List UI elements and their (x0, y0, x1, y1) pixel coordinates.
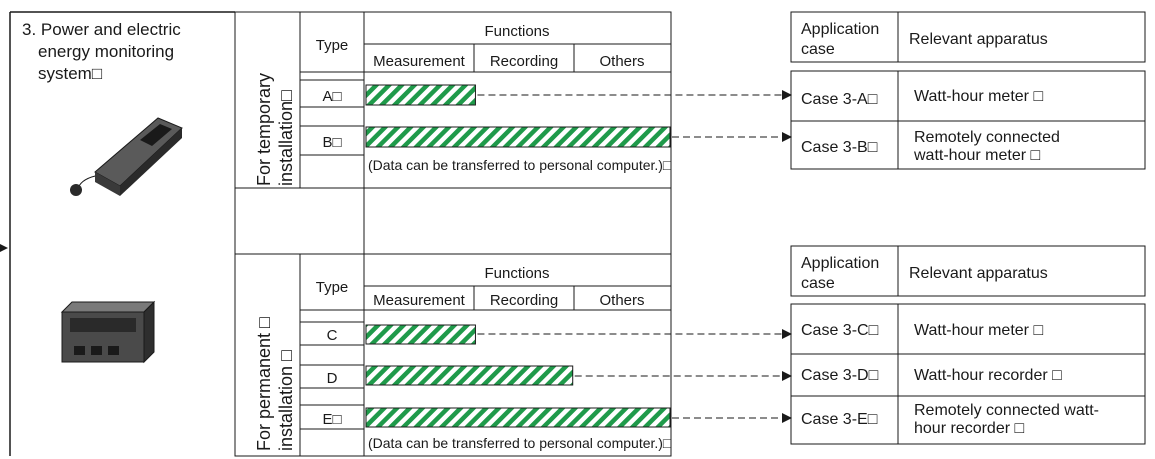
function-col-others: Others (599, 53, 644, 70)
apparatus-b: Remotely connected (914, 129, 1060, 146)
application-case-header: case (801, 275, 835, 292)
coverage-bar-b (365, 126, 671, 148)
incoming-arrow-icon (0, 244, 8, 252)
arrow-head-icon (782, 329, 792, 339)
arrow-head-icon (782, 371, 792, 381)
installation-label: installation □ (276, 350, 296, 451)
transfer-note: (Data can be transferred to personal com… (368, 435, 672, 451)
application-case-header: case (801, 41, 835, 58)
case-label-c: Case 3-C□ (801, 322, 879, 339)
case-label-a: Case 3-A□ (801, 91, 878, 108)
function-col-measurement: Measurement (373, 292, 466, 309)
functions-header: Functions (484, 265, 549, 282)
type-label-c: C (327, 327, 338, 344)
function-col-others: Others (599, 292, 644, 309)
system-title-line: 3. Power and electric (22, 20, 181, 39)
application-header-box (790, 245, 1146, 297)
installation-label: For permanent □ (254, 317, 274, 451)
case-list-box (790, 303, 1146, 445)
function-table-frame (234, 11, 672, 457)
function-col-measurement: Measurement (373, 53, 466, 70)
type-header: Type (316, 279, 349, 296)
apparatus-e: hour recorder □ (914, 420, 1024, 437)
coverage-bar-e (365, 407, 671, 428)
coverage-bar-c (365, 324, 476, 345)
functions-header: Functions (484, 23, 549, 40)
apparatus-e: Remotely connected watt- (914, 402, 1099, 419)
apparatus-c: Watt-hour meter □ (914, 322, 1043, 339)
relevant-apparatus-header: Relevant apparatus (909, 31, 1048, 48)
arrow-head-icon (782, 413, 792, 423)
case-list-box (790, 70, 1146, 170)
type-label-e: E□ (322, 411, 341, 428)
type-header: Type (316, 37, 349, 54)
coverage-bar-a (365, 84, 476, 106)
installation-label: For temporary (254, 73, 274, 186)
panel-recorder-icon (60, 300, 156, 364)
system-title-line: energy monitoring (38, 42, 174, 61)
type-label-a: A□ (322, 88, 341, 105)
portable-meter-icon (70, 117, 183, 196)
coverage-bar-d (365, 365, 574, 386)
function-col-recording: Recording (490, 292, 558, 309)
installation-label: installation□ (276, 90, 296, 186)
apparatus-a: Watt-hour meter □ (914, 88, 1043, 105)
arrow-head-icon (782, 90, 792, 100)
apparatus-b: watt-hour meter □ (913, 147, 1040, 164)
arrow-head-icon (782, 132, 792, 142)
application-header-box (790, 11, 1146, 63)
relevant-apparatus-header: Relevant apparatus (909, 265, 1048, 282)
system-title-line: system□ (38, 64, 102, 83)
case-label-e: Case 3-E□ (801, 411, 878, 428)
application-case-header: Application (801, 21, 879, 38)
case-label-b: Case 3-B□ (801, 139, 878, 156)
type-label-b: B□ (322, 134, 341, 151)
application-case-header: Application (801, 255, 879, 272)
transfer-note: (Data can be transferred to personal com… (368, 157, 672, 173)
apparatus-d: Watt-hour recorder □ (914, 367, 1062, 384)
function-col-recording: Recording (490, 53, 558, 70)
case-label-d: Case 3-D□ (801, 367, 879, 384)
type-label-d: D (327, 370, 338, 387)
